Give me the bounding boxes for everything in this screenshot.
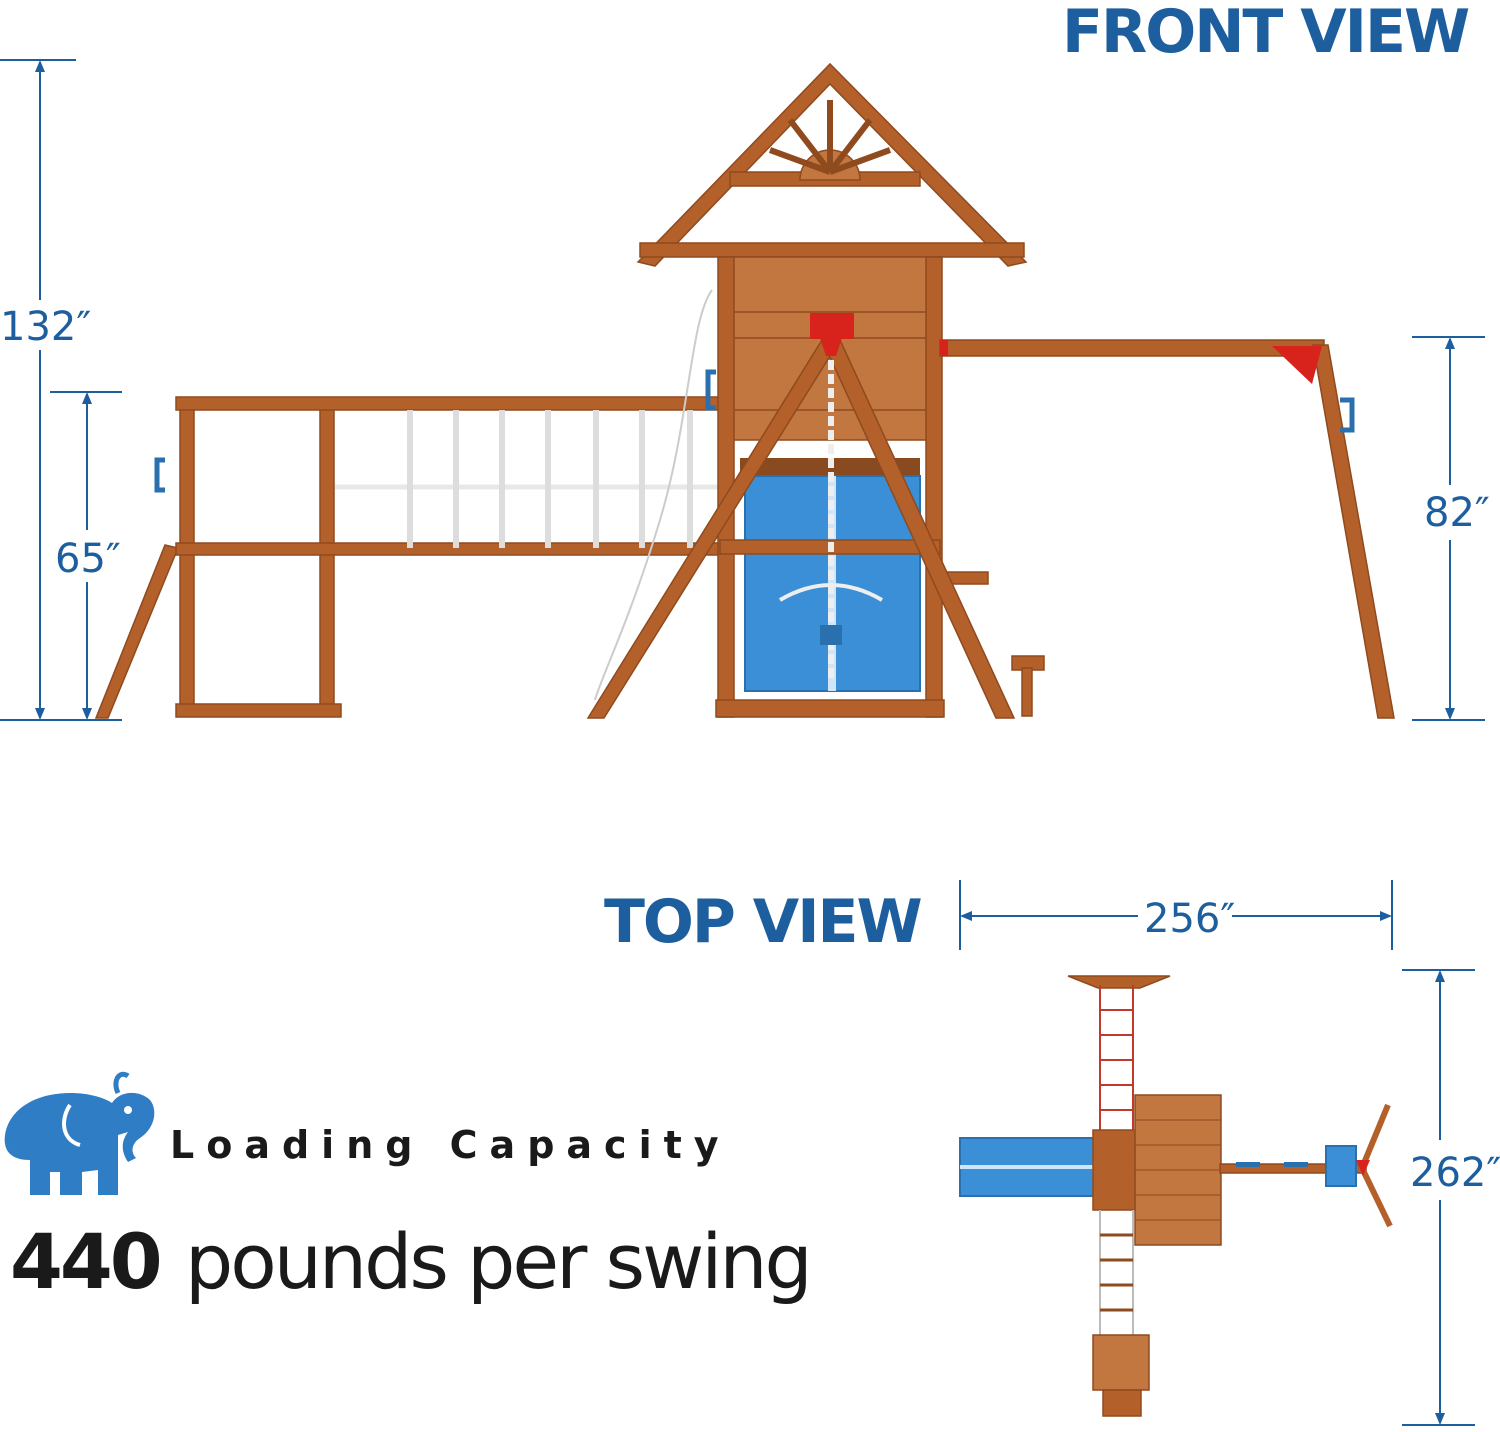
top-view-title: TOP VIEW [604, 887, 922, 957]
loading-capacity-label: Loading Capacity [170, 1123, 731, 1167]
dimension-65-label: 65″ [55, 536, 121, 582]
elephant-icon [4, 1071, 155, 1195]
dimension-262-label: 262″ [1410, 1150, 1500, 1196]
top-view-playset [959, 975, 1393, 1417]
dimension-swing-height: 82″ [1412, 336, 1490, 721]
dimension-depth: 262″ [1402, 969, 1500, 1426]
dimension-width: 256″ [959, 880, 1393, 950]
front-view-title: FRONT VIEW [1062, 0, 1469, 67]
dimension-deck-height: 65″ [50, 391, 122, 720]
dimension-132-label: 132″ [0, 304, 91, 350]
capacity-unit: pounds per swing [185, 1217, 810, 1306]
dimension-256-label: 256″ [1144, 896, 1235, 942]
dimension-total-height: 132″ [0, 59, 122, 721]
dimension-82-label: 82″ [1424, 490, 1490, 536]
capacity-value: 440 [10, 1217, 160, 1306]
front-view-playset [94, 62, 1395, 719]
